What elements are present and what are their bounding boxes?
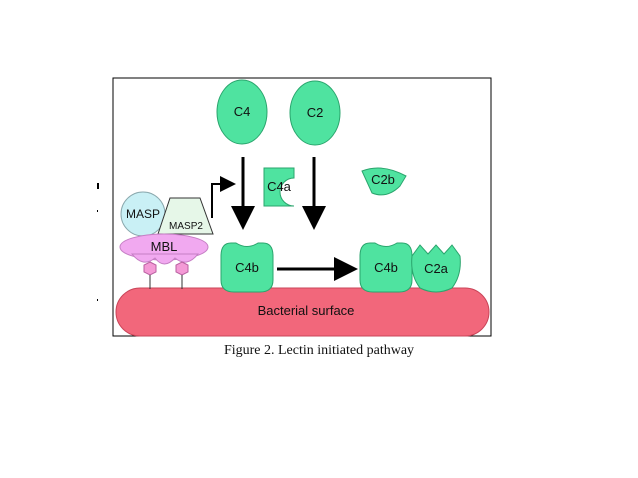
masp2-activation-arrow [211, 176, 236, 218]
margin-mark [97, 210, 98, 212]
c2-label: C2 [307, 105, 324, 120]
c4a-label: C4a [267, 179, 292, 194]
c2a-protein [411, 244, 461, 293]
bacterial-surface-label: Bacterial surface [258, 303, 355, 318]
c2b-fragment [361, 167, 407, 196]
c4b-protein-left [220, 242, 274, 293]
c2a-label: C2a [424, 261, 449, 276]
masp2-protein [157, 197, 214, 235]
figure-caption: Figure 2. Lectin initiated pathway [223, 343, 415, 358]
carbohydrate-left [143, 261, 157, 276]
c2b-label: C2b [371, 172, 395, 187]
carbohydrate-right [175, 261, 189, 276]
margin-mark [97, 299, 98, 301]
c4-protein [216, 79, 268, 145]
c4a-fragment [263, 167, 295, 207]
masp2-label: MASP2 [169, 221, 203, 232]
masp-label: MASP [126, 207, 160, 221]
margin-mark [97, 183, 99, 189]
bacterial-surface [115, 287, 490, 337]
mbl-lower-lobes [130, 253, 200, 265]
c2-protein [289, 80, 341, 146]
c4-label: C4 [234, 104, 251, 119]
c4b-protein-right [359, 242, 413, 293]
mbl-label: MBL [151, 239, 178, 254]
c4b-right-label: C4b [374, 260, 398, 275]
c4b-left-label: C4b [235, 260, 259, 275]
